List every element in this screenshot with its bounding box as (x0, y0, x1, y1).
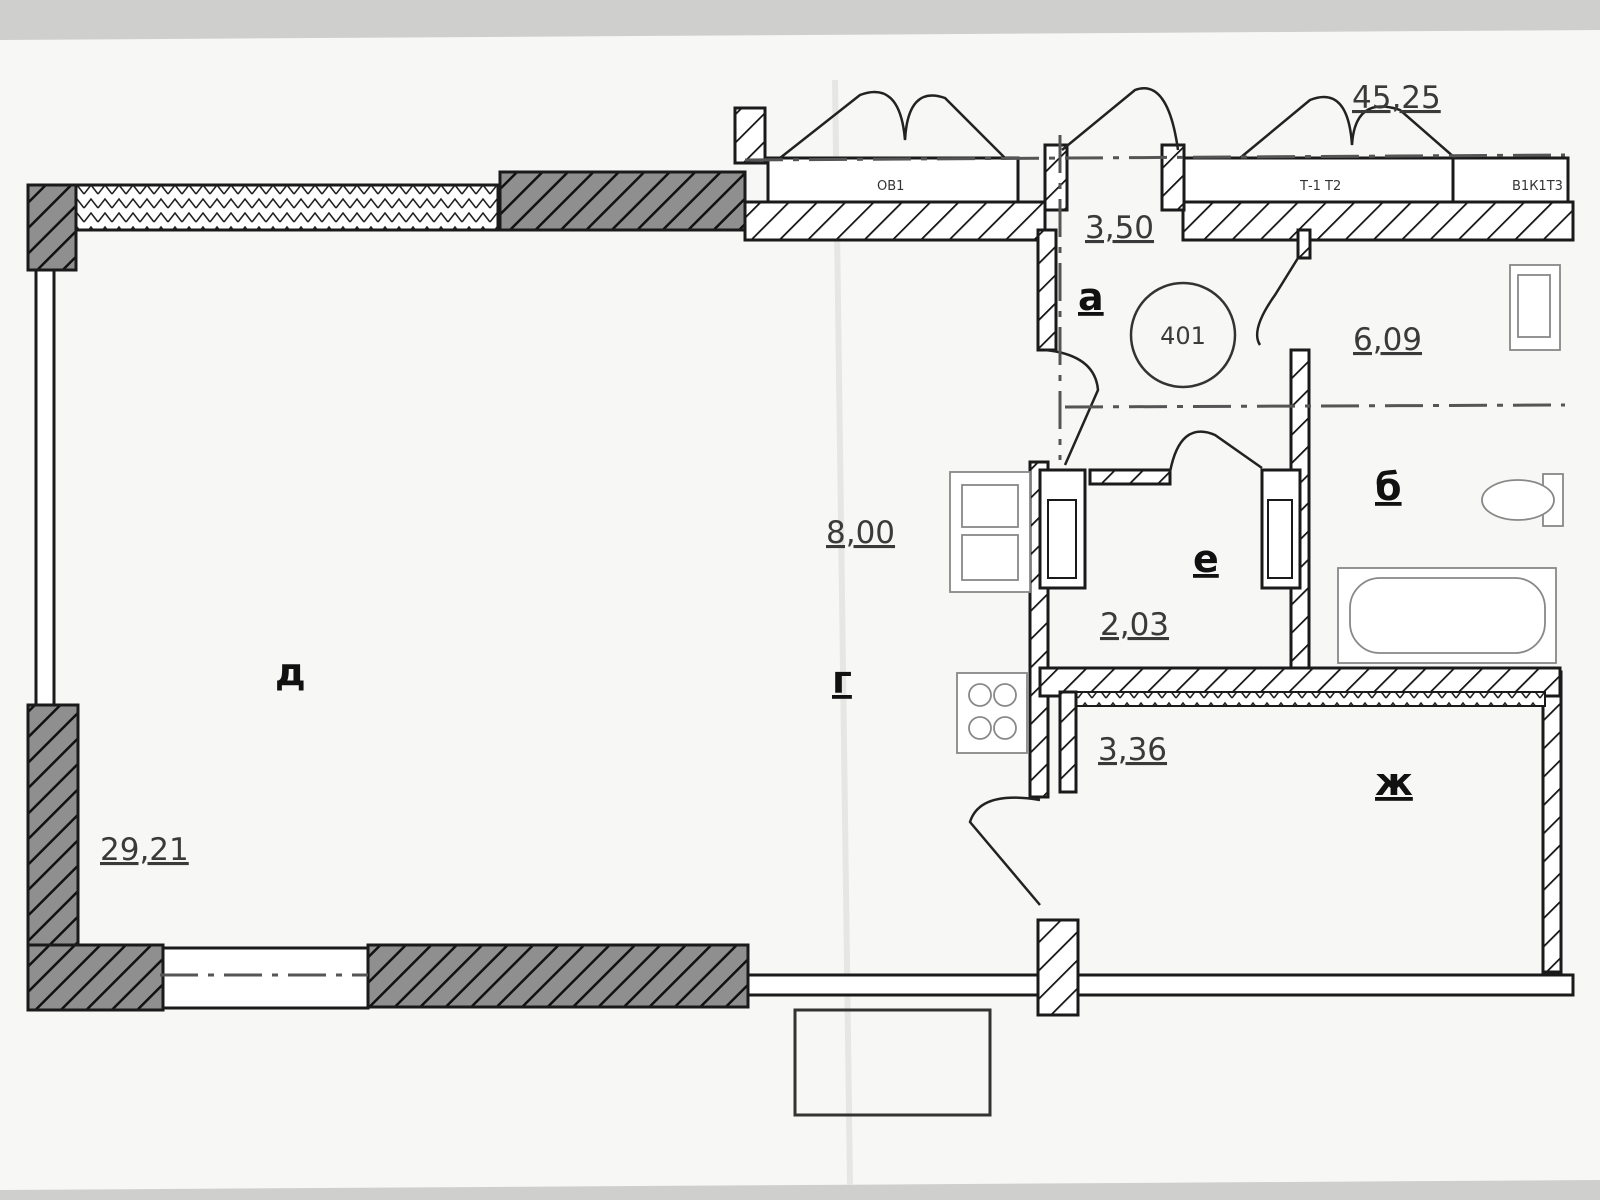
shaft-tag-v1k1t3: В1К1Т3 (1512, 179, 1563, 194)
bottom-wall-right (746, 973, 1575, 997)
room-area-a: 3,50 (1085, 210, 1154, 246)
bathroom-sink (1509, 264, 1561, 351)
bottom-wall-block (366, 943, 750, 1009)
shaft-t1t2 (1181, 156, 1455, 204)
room-letter-a: а (1078, 275, 1104, 319)
shaft-door-swing-right (1239, 95, 1456, 159)
kitchen-stove (956, 672, 1028, 754)
shaft-post-left (733, 106, 767, 165)
top-window-strip (26, 183, 500, 232)
room-area-d: 29,21 (100, 832, 189, 868)
bottom-window (161, 946, 370, 1010)
apartment-number: 401 (1160, 322, 1206, 350)
bathtub (1337, 567, 1557, 664)
room-area-e: 2,03 (1100, 607, 1169, 643)
paper-sheet (0, 30, 1600, 1190)
kitchen-sink (949, 471, 1031, 593)
wardrobe-wall-left (1058, 690, 1078, 794)
bath-door-swing (1255, 257, 1300, 346)
room-letter-b: б (1375, 465, 1402, 509)
shaft-v1k1t3 (1451, 156, 1570, 204)
axis-horizontal-top (744, 153, 1566, 162)
storage-door-swing (1168, 430, 1263, 473)
balcony-outline (793, 1008, 992, 1117)
top-wall-block (498, 170, 747, 232)
apartment-number-circle (1129, 281, 1237, 389)
room-area-g: 8,00 (826, 515, 895, 551)
right-wall (1541, 670, 1563, 974)
wardrobe-wall-bottom (1036, 918, 1080, 1017)
axis-horizontal-mid (1064, 403, 1566, 409)
riser-left-inner (1047, 499, 1077, 579)
toilet (1481, 473, 1564, 527)
hall-wall-left (1036, 228, 1058, 352)
top-area-label: 45,25 (1352, 80, 1441, 116)
left-wall-top-corner (26, 183, 78, 272)
room-area-b: 6,09 (1353, 322, 1422, 358)
shaft-post-mid (1043, 143, 1069, 212)
room-letter-zh: ж (1375, 760, 1413, 804)
riser-right-inner (1267, 499, 1293, 579)
room-letter-g: г (832, 658, 852, 702)
room-area-zh: 3,36 (1098, 732, 1167, 768)
room-letter-e: е (1193, 537, 1219, 581)
bottom-wall-left (26, 943, 165, 1012)
top-wall-right-1 (743, 200, 1047, 242)
shaft-door-swing (779, 90, 1006, 159)
shaft-tag-t1t2: Т-1 Т2 (1299, 179, 1341, 194)
storage-wall-top (1088, 468, 1172, 486)
wardrobe-inner-band (1059, 691, 1546, 707)
hall-door-swing (1044, 348, 1100, 466)
left-wall-bottom-block (26, 703, 80, 947)
left-wall (34, 268, 56, 707)
shaft-post-right (1160, 143, 1186, 212)
shaft-ov1 (766, 156, 1020, 204)
bath-wall-top (1296, 228, 1312, 260)
top-wall-right-2 (1181, 200, 1575, 242)
entry-door-swing (1061, 87, 1180, 151)
shaft-tag-ov1: ОВ1 (877, 179, 904, 194)
paper-fold (832, 79, 853, 1186)
wardrobe-door-swing (968, 796, 1041, 906)
room-letter-d: д (275, 650, 306, 694)
